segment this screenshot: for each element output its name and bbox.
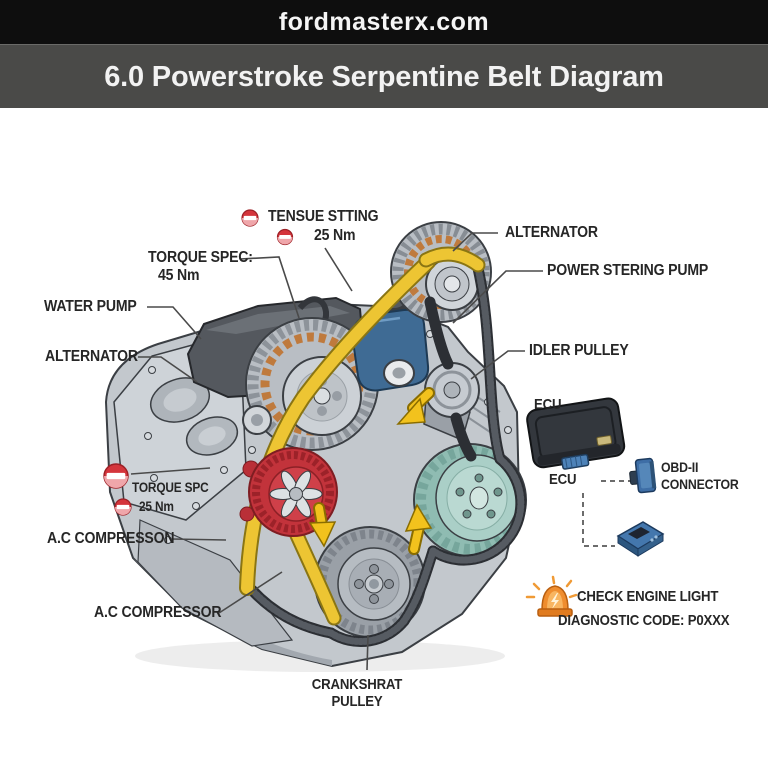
callout-obd-subtitle: CONNECTOR — [661, 476, 739, 492]
callout-torque-spc-title: TORQUE SPC — [132, 480, 209, 495]
callout-ac-compressor: A.C COMPRESSOR — [94, 604, 222, 621]
leader-ac-compressor — [218, 571, 283, 614]
callout-power-steering-pump: POWER STERING PUMP — [547, 262, 709, 279]
leader-ac-compresson — [171, 538, 227, 541]
leader-tension-setting — [324, 247, 353, 292]
title-bar: 6.0 Powerstroke Serpentine Belt Diagram — [0, 44, 768, 109]
callout-idler-pulley: IDLER PULLEY — [529, 342, 629, 359]
site-title: fordmasterx.com — [278, 7, 490, 36]
tensioner-pulley — [242, 405, 272, 435]
callout-ac-compresson: A.C COMPRESSON — [47, 530, 175, 547]
siren-icon — [525, 575, 578, 617]
ecu-module — [526, 397, 626, 470]
callout-water-pump: WATER PUMP — [44, 298, 137, 315]
serpentine-belt-dark — [246, 258, 527, 648]
callout-check-engine-title: CHECK ENGINE LIGHT — [577, 588, 719, 605]
callout-ecu-bottom: ECU — [549, 471, 577, 488]
crankshaft-pulley — [314, 526, 426, 638]
no-entry-icon — [103, 463, 129, 489]
no-entry-icons — [103, 209, 294, 516]
ecu-dashed-lines — [582, 480, 633, 547]
no-entry-icon — [276, 228, 294, 246]
leader-torque-spec — [239, 256, 300, 319]
harmonic-balancer-pulley — [413, 443, 527, 557]
no-entry-icon — [114, 498, 132, 516]
page-title: 6.0 Powerstroke Serpentine Belt Diagram — [104, 60, 664, 93]
obd2-connector — [629, 457, 657, 494]
engine-illustration — [103, 209, 665, 672]
leader-power-steering — [452, 270, 543, 324]
belt-arrow-down — [308, 502, 337, 548]
leader-lines — [130, 232, 543, 671]
callout-tension-setting-title: TENSUE STTING — [268, 208, 379, 225]
callout-alternator-right: ALTERNATOR — [505, 224, 598, 241]
callout-alternator-left: ALTERNATOR — [45, 348, 138, 365]
callout-obd-title: OBD-II — [661, 459, 699, 475]
callout-check-engine-subtitle: DIAGNOSTIC CODE: P0XXX — [558, 612, 730, 629]
leader-water-pump — [147, 306, 202, 340]
belt-arrow-down-left — [396, 387, 435, 425]
callout-torque-spec-title: TORQUE SPEC: — [148, 249, 253, 266]
leader-alternator-right — [452, 232, 498, 252]
no-entry-icon — [241, 209, 259, 227]
callout-ecu-top: ECU — [534, 396, 562, 413]
leader-torque-spc — [130, 467, 211, 475]
leader-idler — [470, 350, 525, 380]
callout-torque-spc-value: 25 Nm — [139, 499, 174, 514]
belt-direction-arrows — [308, 387, 435, 555]
callout-torque-spec-value: 45 Nm — [158, 267, 200, 284]
callout-crankshaft-title: CRANKSHRAT — [311, 676, 403, 693]
leader-crankshaft — [366, 634, 369, 671]
callout-crankshaft-subtitle: PULLEY — [331, 693, 383, 710]
callout-tension-setting-value: 25 Nm — [314, 227, 356, 244]
belt-arrow-up — [404, 503, 433, 555]
serpentine-belt-yellow — [239, 246, 486, 626]
leader-alternator-left — [138, 356, 198, 383]
scan-tool — [616, 521, 665, 557]
diagram-canvas: TENSUE STTING 25 Nm TORQUE SPEC: 45 Nm W… — [0, 108, 768, 768]
site-header: fordmasterx.com — [0, 0, 768, 44]
